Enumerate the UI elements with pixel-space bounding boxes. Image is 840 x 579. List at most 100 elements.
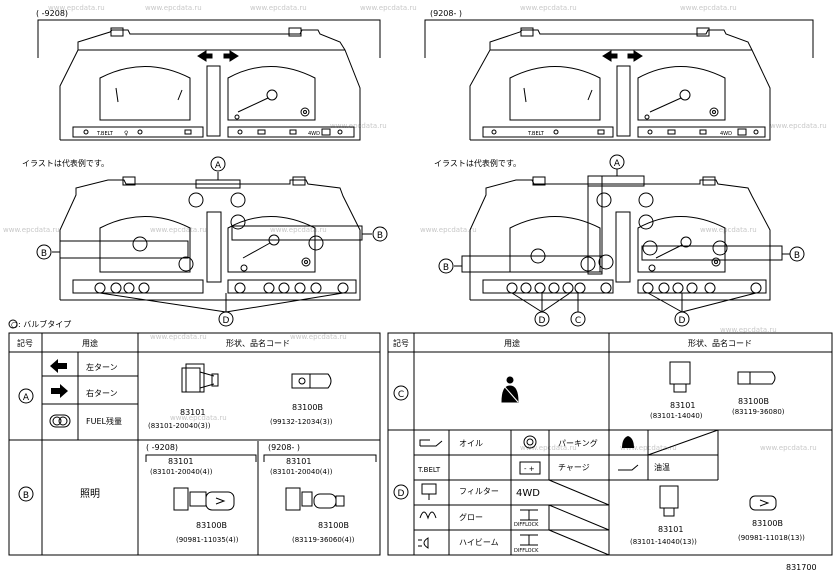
svg-text:(90981-11018(13)): (90981-11018(13)) [738, 534, 805, 542]
svg-text:B: B [794, 251, 800, 261]
svg-text:www.epcdata.ru: www.epcdata.ru [170, 414, 227, 422]
svg-text:www.epcdata.ru: www.epcdata.ru [760, 444, 817, 452]
date-range-label: (9208- ) [430, 9, 462, 18]
svg-text:T.BELT: T.BELT [96, 131, 114, 137]
svg-text:D: D [539, 316, 546, 326]
socket-wedge-bulb-icon [173, 487, 235, 511]
svg-text:右ターン: 右ターン [86, 388, 118, 398]
svg-text:(83119-36060(4)): (83119-36060(4)) [292, 536, 355, 544]
svg-text:www.epcdata.ru: www.epcdata.ru [48, 4, 105, 12]
svg-text:パーキング: パーキング [558, 438, 598, 448]
svg-text:左ターン: 左ターン [86, 362, 118, 372]
svg-text:記号: 記号 [393, 338, 409, 348]
svg-text:www.epcdata.ru: www.epcdata.ru [150, 226, 207, 234]
svg-text:www.epcdata.ru: www.epcdata.ru [270, 226, 327, 234]
svg-text:83101: 83101 [180, 408, 205, 417]
wedge-bulb-83100b-icon [749, 495, 777, 511]
cluster-middle-left [52, 172, 372, 313]
svg-text:83100B: 83100B [292, 403, 323, 412]
svg-text:www.epcdata.ru: www.epcdata.ru [720, 326, 777, 334]
wedge-bulb-83100b-icon [737, 371, 776, 385]
bulb-legend-icon [8, 319, 18, 329]
svg-text:83101: 83101 [286, 457, 311, 466]
svg-text:用途: 用途 [504, 338, 520, 348]
svg-text:形状、品名コード: 形状、品名コード [226, 338, 290, 348]
cluster-middle-right [454, 167, 790, 313]
socket-wedge-bulb-icon [285, 487, 345, 511]
bulb-type-label: ○: バルブタイプ [11, 319, 71, 329]
svg-text:(99132-12034(3)): (99132-12034(3)) [270, 418, 333, 426]
svg-text:www.epcdata.ru: www.epcdata.ru [520, 4, 577, 12]
filter-icon [421, 483, 437, 500]
svg-text:(83101-20040(4)): (83101-20040(4)) [270, 468, 333, 476]
svg-text:4WD: 4WD [308, 131, 320, 137]
table-right: 記号 用途 形状、品名コード C 83101 (83101-14040) 831… [387, 332, 833, 556]
svg-text:DIFFLOCK: DIFFLOCK [514, 522, 539, 528]
svg-text:( -9208): ( -9208) [146, 443, 178, 452]
left-turn-icon [50, 359, 67, 373]
oil-temp-icon [618, 464, 639, 471]
svg-text:www.epcdata.ru: www.epcdata.ru [680, 4, 737, 12]
charge-icon: - + [519, 461, 541, 475]
svg-text:(83101-20040(4)): (83101-20040(4)) [150, 468, 213, 476]
svg-text:(9208- ): (9208- ) [268, 443, 300, 452]
svg-text:FUEL残量: FUEL残量 [86, 416, 122, 426]
svg-text:記号: 記号 [17, 338, 33, 348]
svg-text:www.epcdata.ru: www.epcdata.ru [150, 333, 207, 341]
svg-text:C: C [398, 390, 404, 400]
svg-text:(83119-36080): (83119-36080) [732, 408, 785, 416]
svg-text:油温: 油温 [654, 462, 670, 472]
seatbelt-icon [501, 376, 519, 403]
illustration-note: イラストは代表例です。 [434, 158, 521, 168]
difflock-icon [520, 534, 538, 546]
svg-text:4WD: 4WD [720, 131, 732, 137]
svg-text:D: D [223, 316, 230, 326]
svg-text:T.BELT: T.BELT [527, 131, 545, 137]
svg-text:A: A [215, 161, 222, 171]
svg-text:オイル: オイル [459, 439, 483, 448]
svg-text:www.epcdata.ru: www.epcdata.ru [700, 226, 757, 234]
glow-icon [419, 511, 437, 520]
svg-text:D: D [398, 489, 405, 499]
svg-text:www.epcdata.ru: www.epcdata.ru [420, 226, 477, 234]
right-turn-icon [51, 384, 68, 398]
highbeam-icon [418, 537, 429, 549]
svg-text:www.epcdata.ru: www.epcdata.ru [290, 333, 347, 341]
parking-icon [523, 435, 537, 449]
svg-text:www.epcdata.ru: www.epcdata.ru [330, 122, 387, 130]
svg-text:T.BELT: T.BELT [417, 466, 441, 474]
table-left: 記号 用途 形状、品名コード A 左ターン 右ターン FUEL残量 83101 … [8, 332, 381, 556]
cluster-top-right: (9208- ) T.BELT 4WD [424, 9, 814, 141]
fuel-icon [49, 414, 71, 428]
watermarks: www.epcdata.ru www.epcdata.ru www.epcdat… [3, 4, 827, 452]
socket-bulb-83101-icon [669, 361, 691, 393]
svg-text:B: B [23, 491, 29, 501]
svg-text:83100B: 83100B [196, 521, 227, 530]
svg-text:www.epcdata.ru: www.epcdata.ru [3, 226, 60, 234]
svg-text:用途: 用途 [82, 338, 98, 348]
svg-text:www.epcdata.ru: www.epcdata.ru [770, 122, 827, 130]
socket-bulb-83101-icon [659, 485, 679, 517]
svg-text:ハイビーム: ハイビーム [459, 538, 499, 547]
svg-text:C: C [575, 316, 581, 326]
svg-text:グロー: グロー [459, 512, 483, 522]
svg-text:照明: 照明 [80, 488, 100, 500]
cluster-top-left: ( -9208) T.BELT 4WD ♀ [36, 9, 381, 141]
svg-text:83100B: 83100B [318, 521, 349, 530]
figure-number: 831700 [786, 563, 817, 572]
svg-text:www.epcdata.ru: www.epcdata.ru [360, 4, 417, 12]
svg-text:D: D [679, 316, 686, 326]
svg-text:B: B [443, 263, 449, 273]
svg-text:(90981-11035(4)): (90981-11035(4)) [176, 536, 239, 544]
svg-text:♀: ♀ [124, 130, 128, 137]
svg-text:(83101-14040): (83101-14040) [650, 412, 703, 420]
svg-text:83100B: 83100B [752, 519, 783, 528]
wedge-bulb-83100b-icon [291, 373, 332, 389]
svg-text:www.epcdata.ru: www.epcdata.ru [520, 444, 577, 452]
svg-text:www.epcdata.ru: www.epcdata.ru [145, 4, 202, 12]
difflock-icon [520, 509, 538, 521]
socket-bulb-83101-icon [181, 363, 219, 393]
svg-text:DIFFLOCK: DIFFLOCK [514, 548, 539, 554]
